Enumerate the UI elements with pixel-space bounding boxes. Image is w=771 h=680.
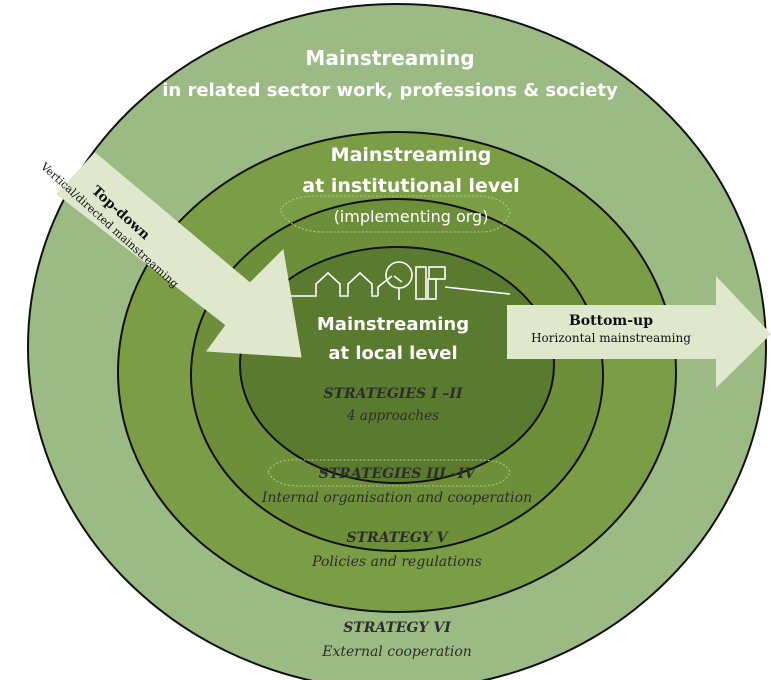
ribbon-decoration-top <box>279 195 511 233</box>
local-title-line1: Mainstreaming <box>317 314 469 335</box>
outer-strategy: STRATEGY VI <box>343 620 451 636</box>
bottom-up-subtitle: Horizontal mainstreaming <box>531 331 691 345</box>
outer-title-line1: Mainstreaming <box>305 46 474 70</box>
local-core <box>239 246 555 484</box>
local-title-line2: at local level <box>328 343 457 364</box>
local-strategy-desc: 4 approaches <box>346 408 439 424</box>
ribbon-decoration-bottom <box>267 459 511 487</box>
institutional-strategy-b: STRATEGY V <box>346 530 449 546</box>
local-strategy: STRATEGIES I –II <box>323 386 462 402</box>
institutional-title-line1: Mainstreaming <box>331 144 492 166</box>
institutional-title-line2: at institutional level <box>302 175 519 197</box>
institutional-strategy-a: STRATEGIES III –IV <box>319 466 478 482</box>
institutional-strategy-a-desc: Internal organisation and cooperation <box>261 490 532 506</box>
institutional-strategy-b-desc: Policies and regulations <box>311 554 482 570</box>
town-skyline-icon <box>278 261 511 300</box>
outer-strategy-desc: External cooperation <box>321 644 472 660</box>
bottom-up-title: Bottom-up <box>569 313 653 329</box>
top-down-arrow <box>56 152 302 358</box>
outer-title-line2: in related sector work, professions & so… <box>162 80 618 101</box>
bottom-up-arrow <box>507 276 771 388</box>
institutional-subtitle: (implementing org) <box>334 207 489 226</box>
